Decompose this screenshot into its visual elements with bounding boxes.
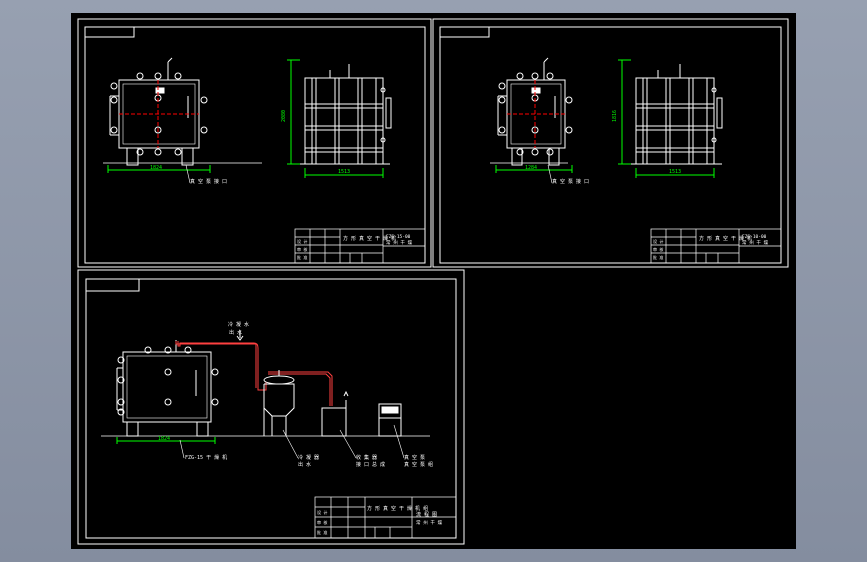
sheet-3-inner-border <box>85 278 457 539</box>
sheet-1: 1824 真 空 泵 接 口 2080 1513 <box>77 18 432 268</box>
sheet-2-leader-line <box>547 164 553 184</box>
sheet-2-side-dimensions <box>618 59 715 178</box>
sheet-2-front-dimension <box>495 165 573 173</box>
sheet-3-label-dryer: FZG-15 干 燥 机 <box>185 454 227 461</box>
sheet-2: 1284 真 空 泵 接 口 1816 1513 <box>432 18 789 268</box>
sheet-1-side-dimensions <box>287 59 384 178</box>
sheet-3-title-block <box>314 496 457 539</box>
sheet-2-front-view <box>490 57 573 166</box>
sheet-2-inner-border <box>439 26 782 264</box>
sheet-3-tag-box <box>85 278 140 292</box>
sheet-2-row-review: 审 核 <box>653 246 663 252</box>
sheet-2-title: 方 形 真 空 干 燥 机 <box>699 235 752 242</box>
sheet-3-flow-arrow <box>236 330 244 341</box>
sheet-1-row-review: 审 核 <box>297 246 307 252</box>
sheet-3-label-collector: 收 集 器 <box>356 454 377 461</box>
sheet-3-condenser <box>263 370 295 436</box>
sheet-3-label-vacuum-pump: 真 空 泵 <box>404 454 425 461</box>
sheet-3-sublabel-vacuum-pump: 真 空 泵 组 <box>404 461 433 468</box>
sheet-2-tag-box <box>439 26 490 38</box>
sheet-3-outer-border <box>77 269 465 545</box>
sheet-2-front-dim-text: 1284 <box>525 165 537 171</box>
sheet-3-sublabel-collector: 接 口 总 成 <box>356 461 385 468</box>
sheet-3: 1824 冷 凝 水 出 水 <box>77 269 465 545</box>
sheet-1-front-dim-text: 1824 <box>150 165 162 171</box>
sheet-3-collector <box>321 390 349 437</box>
sheet-3-code: 流 程 图 <box>416 511 437 518</box>
sheet-2-row-design: 设 计 <box>653 238 663 244</box>
sheet-1-front-view <box>103 57 262 166</box>
sheet-2-side-view <box>630 64 723 165</box>
sheet-3-dryer <box>116 340 219 437</box>
sheet-3-row-design: 设 计 <box>317 509 327 515</box>
sheet-3-company: 常 州 干 燥 <box>416 519 443 526</box>
sheet-1-company: 常 州 干 燥 <box>386 239 413 246</box>
sheet-1-title: 方 形 真 空 干 燥 机 <box>343 235 396 242</box>
sheet-1-row-approve: 批 准 <box>297 254 307 260</box>
sheet-3-pipeline <box>175 341 333 406</box>
sheet-1-side-view <box>300 64 392 165</box>
sheet-1-title-block <box>294 228 426 264</box>
sheet-3-label-condenser: 冷 凝 器 <box>298 454 319 461</box>
sheet-1-outer-border <box>77 18 432 268</box>
sheet-1-code: FZG-15-00 <box>386 234 411 240</box>
sheet-1-tag-box <box>84 26 135 38</box>
sheet-1-leader-note: 真 空 泵 接 口 <box>190 178 227 185</box>
sheet-2-side-height-text: 1816 <box>612 110 618 122</box>
sheet-1-side-width-text: 1513 <box>338 169 350 175</box>
sheet-2-side-width-text: 1513 <box>669 169 681 175</box>
sheet-2-outer-border <box>432 18 789 268</box>
sheet-3-leaders <box>179 424 405 459</box>
sheet-1-leader-line <box>185 164 191 184</box>
sheet-1-inner-border <box>84 26 426 264</box>
sheet-3-title: 方 形 真 空 干 燥 机 组 <box>367 505 428 512</box>
sheet-1-row-design: 设 计 <box>297 238 307 244</box>
sheet-3-sublabel-condenser: 出 水 <box>298 461 311 468</box>
drawing-canvas: 1824 真 空 泵 接 口 2080 1513 <box>77 18 789 545</box>
sheet-2-code: FZG-10-00 <box>742 234 767 240</box>
sheet-2-company: 常 州 干 燥 <box>742 239 769 246</box>
sheet-3-row-approve: 批 准 <box>317 529 327 535</box>
cad-model-space[interactable]: 1824 真 空 泵 接 口 2080 1513 <box>71 13 796 549</box>
sheet-2-row-approve: 批 准 <box>653 254 663 260</box>
sheet-3-dryer-dimension <box>116 437 216 444</box>
sheet-2-leader-note: 真 空 泵 接 口 <box>552 178 589 185</box>
sheet-3-row-review: 审 核 <box>317 519 327 525</box>
sheet-3-dryer-dim-text: 1824 <box>158 436 170 442</box>
sheet-3-outlet-label: 出 水 <box>229 329 242 336</box>
sheet-1-front-dimension <box>107 165 211 173</box>
sheet-3-pipe-label: 冷 凝 水 <box>228 321 249 328</box>
sheet-2-title-block <box>650 228 782 264</box>
sheet-1-side-height-text: 2080 <box>281 110 287 122</box>
sheet-3-vacuum-pump <box>378 403 402 437</box>
